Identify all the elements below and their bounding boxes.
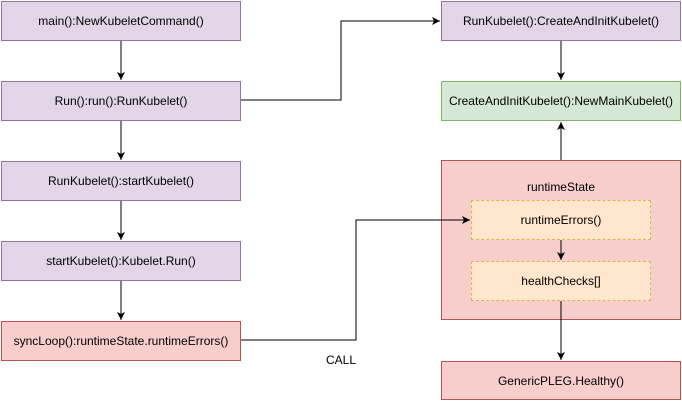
node-main-newkubeletcommand: main():NewKubeletCommand()	[1, 1, 241, 41]
edge-run-to-createandinit	[241, 17, 440, 101]
node-startkubelet-kubelet-run: startKubelet():Kubelet.Run()	[1, 241, 241, 281]
node-label: runtimeErrors()	[520, 213, 602, 227]
node-runkubelet-startkubelet: RunKubelet():startKubelet()	[1, 161, 241, 201]
node-genericpleg-healthy: GenericPLEG.Healthy()	[441, 361, 681, 400]
node-run-runkubelet: Run():run():RunKubelet()	[1, 81, 241, 121]
node-label: healthChecks[]	[521, 274, 601, 288]
node-label: Run():run():RunKubelet()	[54, 94, 188, 108]
node-label: RunKubelet():CreateAndInitKubelet()	[462, 14, 660, 28]
edge-syncloop-to-runtimeerrors	[241, 216, 470, 341]
node-label: main():NewKubeletCommand()	[38, 14, 204, 28]
node-label: syncLoop():runtimeState.runtimeErrors()	[13, 334, 229, 348]
edge-label-call: CALL	[326, 353, 357, 367]
node-createandinitkubelet: RunKubelet():CreateAndInitKubelet()	[441, 1, 681, 41]
node-label: CreateAndInitKubelet():NewMainKubelet()	[448, 94, 674, 108]
node-label: GenericPLEG.Healthy()	[497, 373, 625, 388]
node-newmainkubelet: CreateAndInitKubelet():NewMainKubelet()	[441, 81, 681, 121]
node-label: startKubelet():Kubelet.Run()	[46, 254, 196, 268]
node-label: RunKubelet():startKubelet()	[47, 174, 195, 188]
node-syncloop: syncLoop():runtimeState.runtimeErrors()	[1, 321, 241, 361]
node-healthchecks: healthChecks[]	[471, 261, 651, 301]
container-label: runtimeState	[526, 180, 596, 194]
node-runtimeerrors: runtimeErrors()	[471, 200, 651, 240]
